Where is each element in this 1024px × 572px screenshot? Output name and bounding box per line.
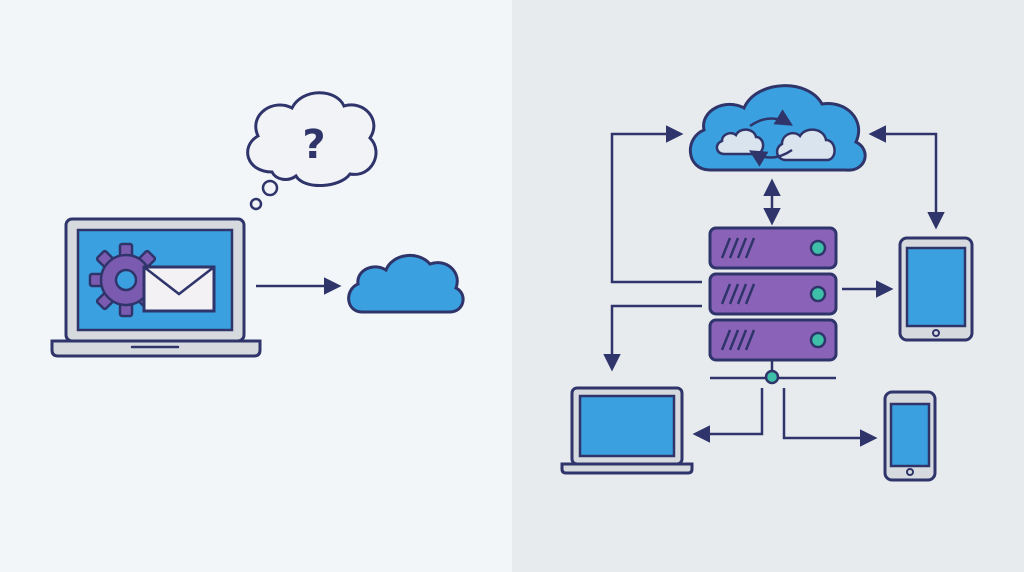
laptop-icon-small bbox=[560, 386, 694, 475]
server-unit-3 bbox=[708, 318, 838, 362]
server-unit-1 bbox=[708, 226, 838, 270]
envelope-icon bbox=[142, 265, 216, 313]
cloud-icon bbox=[347, 254, 465, 314]
cloud-sync-icon bbox=[688, 84, 867, 172]
thought-bubble-icon: ? bbox=[246, 91, 378, 211]
connection-lines bbox=[603, 125, 945, 447]
server-rack-icon bbox=[708, 226, 838, 385]
question-mark-text: ? bbox=[302, 122, 325, 168]
tablet-icon bbox=[898, 236, 974, 342]
smartphone-icon bbox=[883, 390, 937, 482]
network-node bbox=[764, 369, 780, 385]
server-unit-2 bbox=[708, 272, 838, 316]
